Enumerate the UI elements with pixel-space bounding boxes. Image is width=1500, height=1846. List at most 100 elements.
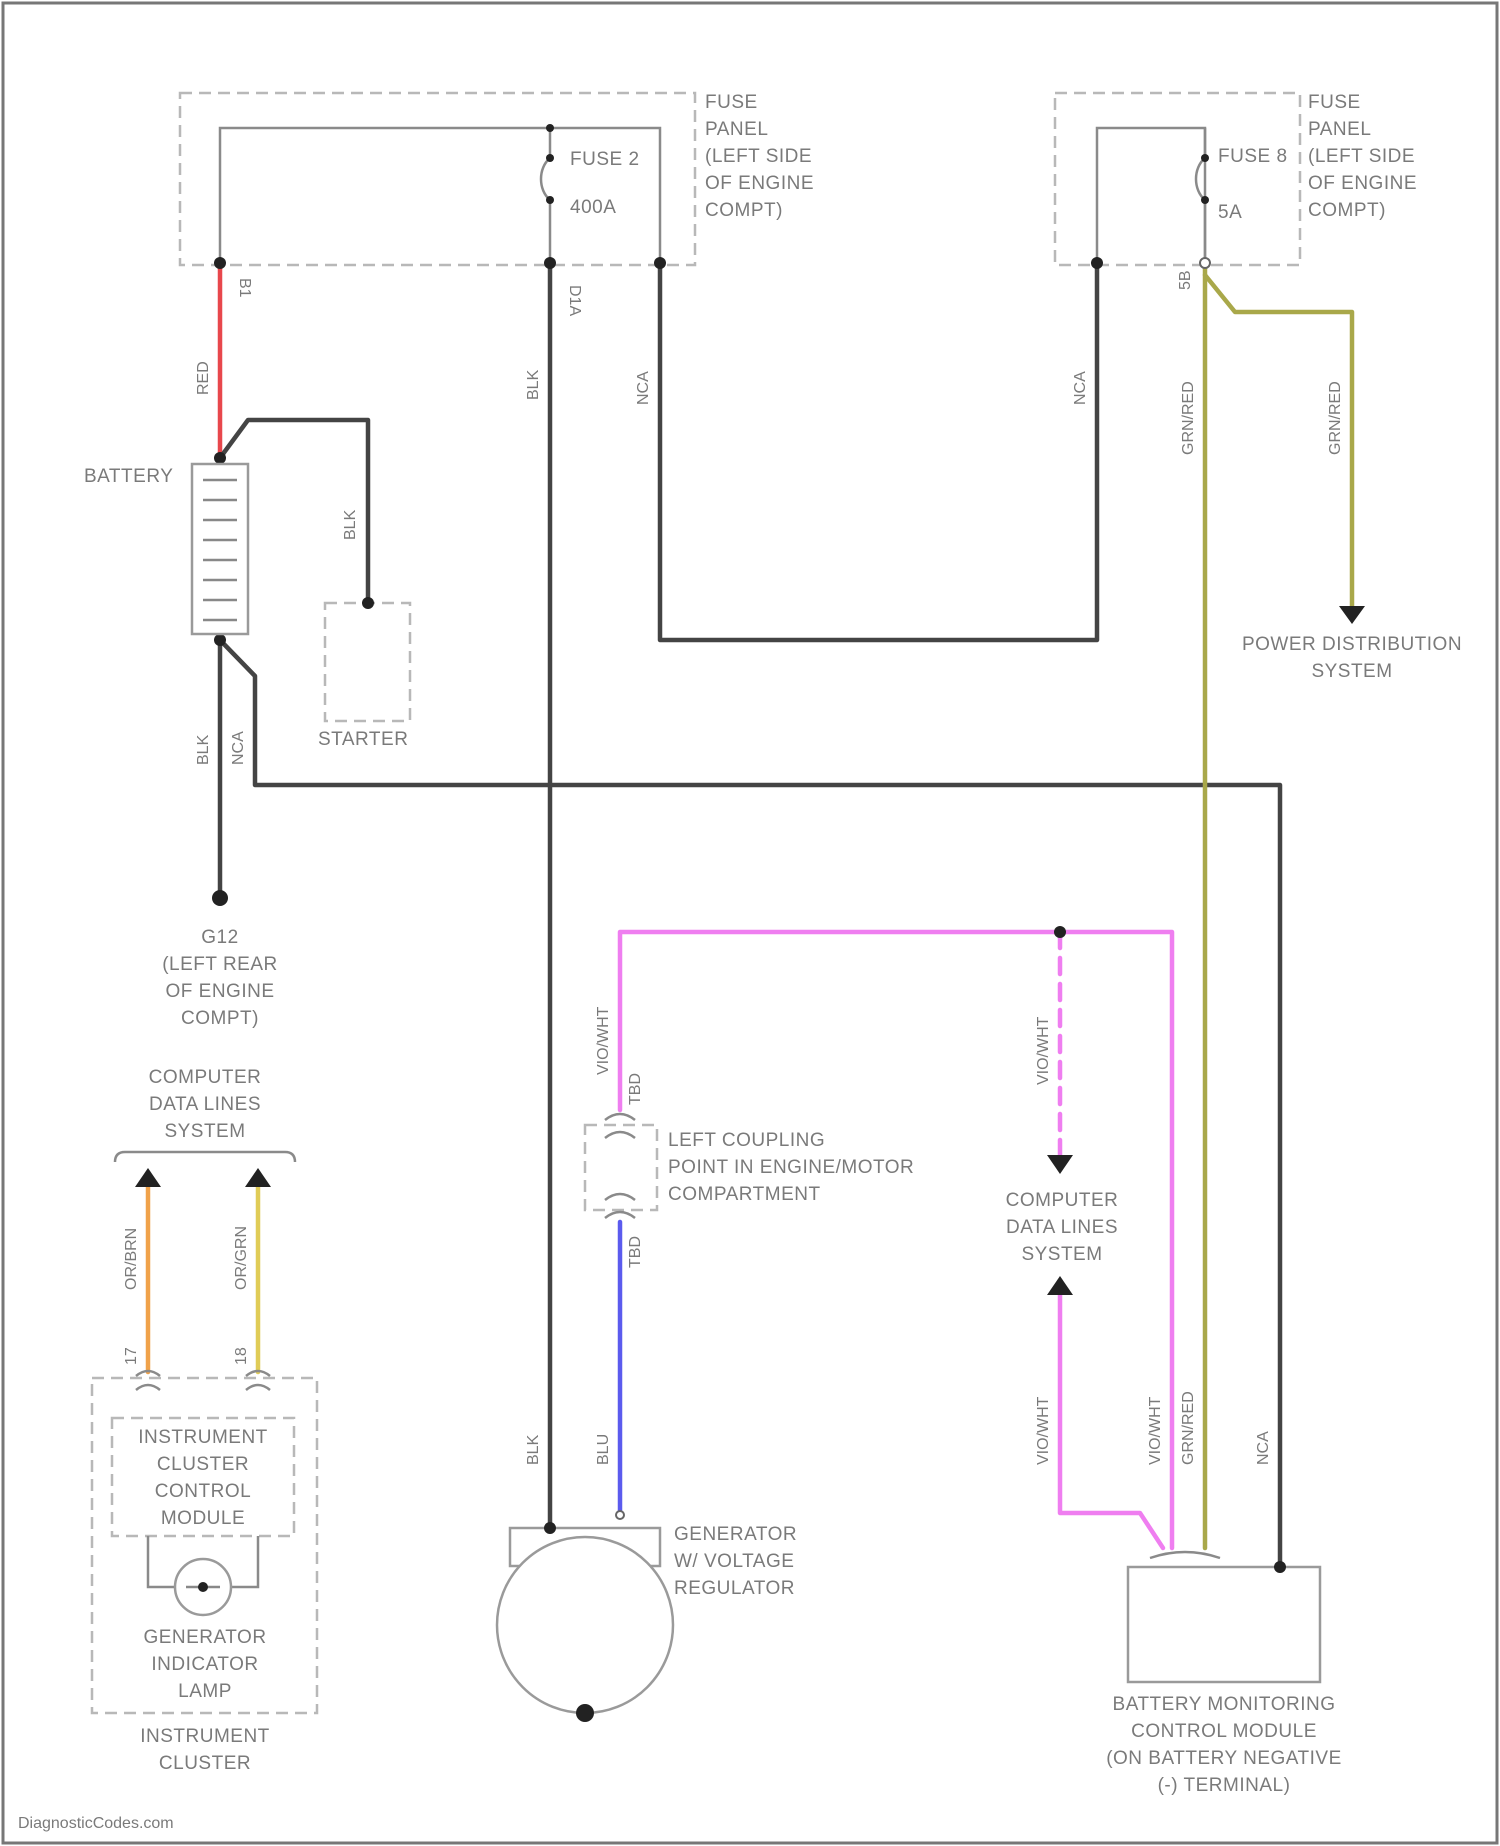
wire-label-orbrn: OR/BRN — [123, 1228, 140, 1290]
starter-outline — [325, 603, 410, 721]
fuse-panel-left-label-line: FUSE — [705, 92, 758, 113]
watermark: DiagnosticCodes.com — [18, 1815, 174, 1832]
indicator-lamp-label: GENERATOR INDICATOR LAMP — [143, 1627, 266, 1702]
ground-label: G12 (LEFT REAR OF ENGINE COMPT) — [162, 927, 278, 1029]
ground-label-line: (LEFT REAR — [162, 954, 278, 975]
fuse-2-node-b — [546, 196, 554, 204]
data-lines-right-label-line: COMPUTER — [1006, 1190, 1119, 1211]
data-lines-right-label-line: DATA LINES — [1006, 1217, 1118, 1238]
junction-d1a — [544, 257, 556, 269]
power-distribution-label: POWER DISTRIBUTION SYSTEM — [1242, 634, 1462, 682]
wire-label-red: RED — [195, 361, 212, 395]
ground-label-line: G12 — [201, 927, 238, 948]
generator-symbol — [497, 1511, 673, 1722]
fuse-panel-right-label-line: FUSE — [1308, 92, 1361, 113]
junction-b1 — [214, 257, 226, 269]
indicator-lamp-center — [198, 1582, 208, 1592]
coupling-point-label-line: POINT IN ENGINE/MOTOR — [668, 1157, 914, 1178]
indicator-lamp-symbol — [175, 1559, 231, 1615]
wire-label-grnred-bmcm: GRN/RED — [1180, 1391, 1197, 1465]
indicator-lamp-label-line: GENERATOR — [143, 1627, 266, 1648]
fuse-8-node-b — [1201, 196, 1209, 204]
data-lines-down-arrow-icon — [1047, 1155, 1073, 1174]
cluster-module-label-line: MODULE — [161, 1508, 245, 1529]
coupling-connector-top-arc-lower — [605, 1132, 635, 1138]
ground-terminal — [212, 890, 228, 906]
fuse-panel-left-label: FUSE PANEL (LEFT SIDE OF ENGINE COMPT) — [705, 92, 814, 221]
starter-label: STARTER — [318, 729, 408, 750]
power-distribution-arrow-icon — [1339, 606, 1365, 624]
generator-output-terminal — [576, 1704, 594, 1722]
generator-label: GENERATOR W/ VOLTAGE REGULATOR — [674, 1524, 797, 1599]
bmcm-label-line: BATTERY MONITORING — [1113, 1694, 1336, 1715]
junction-viowht-split — [1054, 926, 1066, 938]
battery-label: BATTERY — [84, 466, 173, 487]
fuse-2-name: FUSE 2 — [570, 149, 640, 170]
wire-label-viowht-bmcm: VIO/WHT — [1147, 1396, 1164, 1465]
bmcm-nca-terminal — [1274, 1561, 1286, 1573]
instrument-cluster-label-line: CLUSTER — [159, 1753, 251, 1774]
junction-nca-right — [1091, 257, 1103, 269]
fuse-panel-left-label-line: PANEL — [705, 119, 768, 140]
ground-label-line: OF ENGINE — [165, 981, 274, 1002]
wire-label-nca-bmcm: NCA — [1255, 1431, 1272, 1465]
generator-blu-terminal — [616, 1511, 624, 1519]
coupling-point-label: LEFT COUPLING POINT IN ENGINE/MOTOR COMP… — [668, 1130, 914, 1205]
junction-battery-neg — [214, 634, 226, 646]
fuse-panel-right-label-line: PANEL — [1308, 119, 1371, 140]
wire-label-nca-fuse: NCA — [635, 371, 652, 405]
fuse-2-node-a — [546, 154, 554, 162]
fuse-panel-right-label-line: (LEFT SIDE — [1308, 146, 1415, 167]
wire-nca-fuse-loop — [660, 263, 1097, 640]
coupling-connector-bottom-arc — [605, 1194, 635, 1200]
junction-battery-pos — [214, 452, 226, 464]
wire-label-grnred-1: GRN/RED — [1180, 381, 1197, 455]
cluster-connector-18-arc-lower — [246, 1385, 270, 1390]
power-distribution-label-line: POWER DISTRIBUTION — [1242, 634, 1462, 655]
fuse-panel-right-label: FUSE PANEL (LEFT SIDE OF ENGINE COMPT) — [1308, 92, 1417, 221]
coupling-connector-bottom — [605, 1194, 635, 1218]
bmcm-label-line: (ON BATTERY NEGATIVE — [1106, 1748, 1342, 1769]
fuse-panel-right-label-line: OF ENGINE — [1308, 173, 1417, 194]
cluster-connector-17-arc-lower — [136, 1385, 160, 1390]
fuse-8-node-top — [1201, 154, 1209, 162]
wire-label-blk-gen-lower: BLK — [525, 1434, 542, 1465]
bmcm-label-line: (-) TERMINAL) — [1158, 1775, 1291, 1796]
generator-blk-terminal — [544, 1522, 556, 1534]
instrument-cluster-label-line: INSTRUMENT — [140, 1726, 270, 1747]
wire-label-orgrn: OR/GRN — [233, 1226, 250, 1290]
pin-label-d1a: D1A — [566, 285, 583, 316]
fuse-panel-right-bus — [1097, 128, 1205, 263]
cluster-module-label-line: CLUSTER — [157, 1454, 249, 1475]
power-distribution-label-line: SYSTEM — [1311, 661, 1392, 682]
wire-label-viowht-top: VIO/WHT — [595, 1006, 612, 1075]
indicator-lamp-label-line: INDICATOR — [151, 1654, 258, 1675]
fuse-8-symbol — [1196, 128, 1205, 263]
indicator-lamp-label-line: LAMP — [178, 1681, 232, 1702]
data-lines-left-label-line: COMPUTER — [149, 1067, 262, 1088]
fuse-panel-right-label-line: COMPT) — [1308, 200, 1386, 221]
coupling-point-label-line: LEFT COUPLING — [668, 1130, 825, 1151]
wire-label-blk-ground: BLK — [195, 734, 212, 765]
data-lines-left-label-line: DATA LINES — [149, 1094, 261, 1115]
coupling-point-label-line: COMPARTMENT — [668, 1184, 821, 1205]
battery-case — [192, 464, 248, 634]
coupling-connector-bottom-arc-lower — [605, 1212, 635, 1218]
wire-label-grnred-2: GRN/RED — [1327, 381, 1344, 455]
junction-5b — [1200, 258, 1210, 268]
wire-label-viowht-lower: VIO/WHT — [1035, 1396, 1052, 1465]
wire-label-blk-gen: BLK — [525, 369, 542, 400]
wire-viowht-top — [620, 932, 1172, 1548]
fuse-8-name: FUSE 8 — [1218, 146, 1288, 167]
fuse-panel-left-label-line: OF ENGINE — [705, 173, 814, 194]
generator-label-line: W/ VOLTAGE — [674, 1551, 794, 1572]
fuse-2-rating: 400A — [570, 197, 616, 218]
cluster-module-label-line: CONTROL — [155, 1481, 251, 1502]
pin-label-18: 18 — [233, 1347, 250, 1365]
fuse-8-rating: 5A — [1218, 202, 1242, 223]
pin-label-b1: B1 — [236, 278, 253, 298]
wire-nca-battery-bmcm — [220, 640, 1280, 1567]
wire-label-blu: BLU — [595, 1434, 612, 1465]
orgrn-up-arrow-icon — [245, 1168, 271, 1187]
